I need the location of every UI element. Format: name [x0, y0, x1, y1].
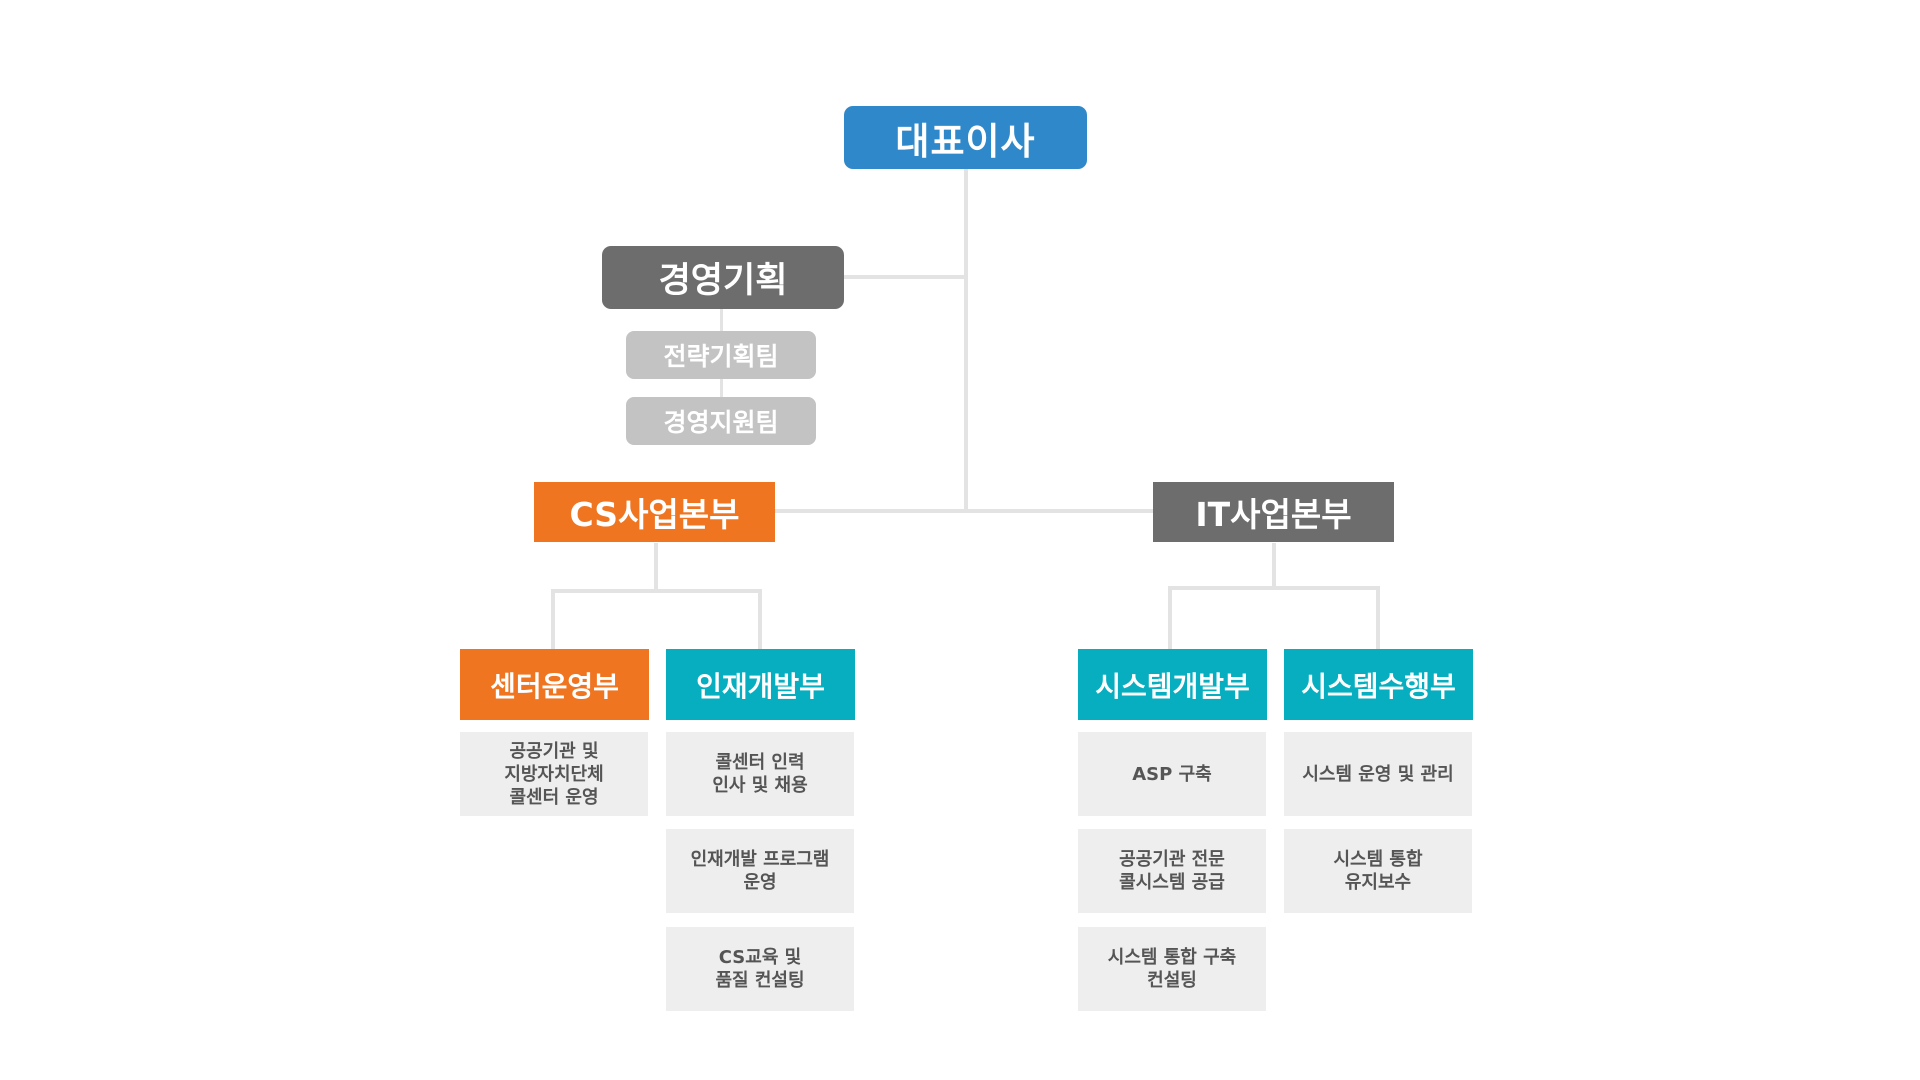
connector-ceo-trunk — [964, 169, 968, 513]
task-system-development-1: ASP 구축 — [1078, 732, 1266, 816]
connector-management-branch — [844, 275, 968, 279]
task-system-development-3: 시스템 통합 구축 컨설팅 — [1078, 927, 1266, 1011]
connector-it-bar — [1168, 586, 1380, 590]
management-support-team-box: 경영지원팀 — [626, 397, 816, 445]
connector-cs-down — [654, 543, 658, 591]
management-planning-box: 경영기획 — [602, 246, 844, 309]
connector-cs-right — [758, 589, 762, 649]
task-hr-development-3: CS교육 및 품질 컨설팅 — [666, 927, 854, 1011]
connector-it-down — [1272, 543, 1276, 590]
task-system-operations-1: 시스템 운영 및 관리 — [1284, 732, 1472, 816]
task-system-operations-2: 시스템 통합 유지보수 — [1284, 829, 1472, 913]
it-division-box: IT사업본부 — [1153, 482, 1394, 542]
ceo-box: 대표이사 — [844, 106, 1087, 169]
connector-divisions-horizontal — [775, 509, 1153, 513]
connector-cs-bar — [551, 589, 762, 593]
connector-cs-left — [551, 589, 555, 649]
system-development-dept-box: 시스템개발부 — [1078, 649, 1267, 720]
strategy-planning-team-box: 전략기획팀 — [626, 331, 816, 379]
task-center-operations-1: 공공기관 및 지방자치단체 콜센터 운영 — [460, 732, 648, 816]
connector-it-right — [1376, 586, 1380, 649]
connector-it-left — [1168, 586, 1172, 649]
hr-development-dept-box: 인재개발부 — [666, 649, 855, 720]
center-operations-dept-box: 센터운영부 — [460, 649, 649, 720]
task-hr-development-1: 콜센터 인력 인사 및 채용 — [666, 732, 854, 816]
cs-division-box: CS사업본부 — [534, 482, 775, 542]
system-operations-dept-box: 시스템수행부 — [1284, 649, 1473, 720]
task-system-development-2: 공공기관 전문 콜시스템 공급 — [1078, 829, 1266, 913]
task-hr-development-2: 인재개발 프로그램 운영 — [666, 829, 854, 913]
